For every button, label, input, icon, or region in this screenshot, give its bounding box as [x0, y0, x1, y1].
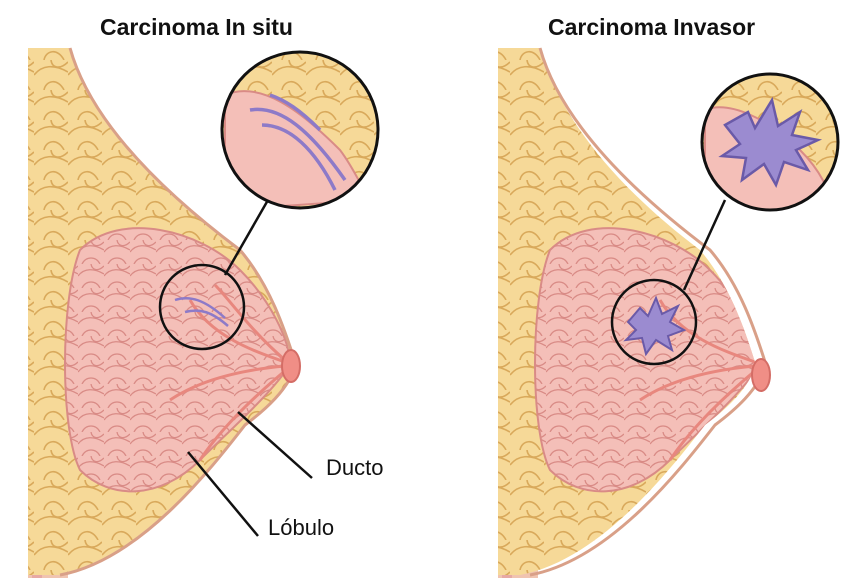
nipple	[752, 359, 770, 391]
ducto-pointer	[238, 412, 312, 478]
label-ducto: Ducto	[326, 455, 383, 481]
glandular-tissue	[65, 228, 290, 491]
label-lobulo: Lóbulo	[268, 515, 334, 541]
breast-invasive	[498, 48, 840, 578]
zoom-view-invasive	[700, 70, 840, 220]
nipple	[282, 350, 300, 382]
lobulo-pointer	[188, 452, 258, 536]
breast-in-situ	[28, 48, 380, 578]
glandular-tissue	[535, 228, 760, 491]
